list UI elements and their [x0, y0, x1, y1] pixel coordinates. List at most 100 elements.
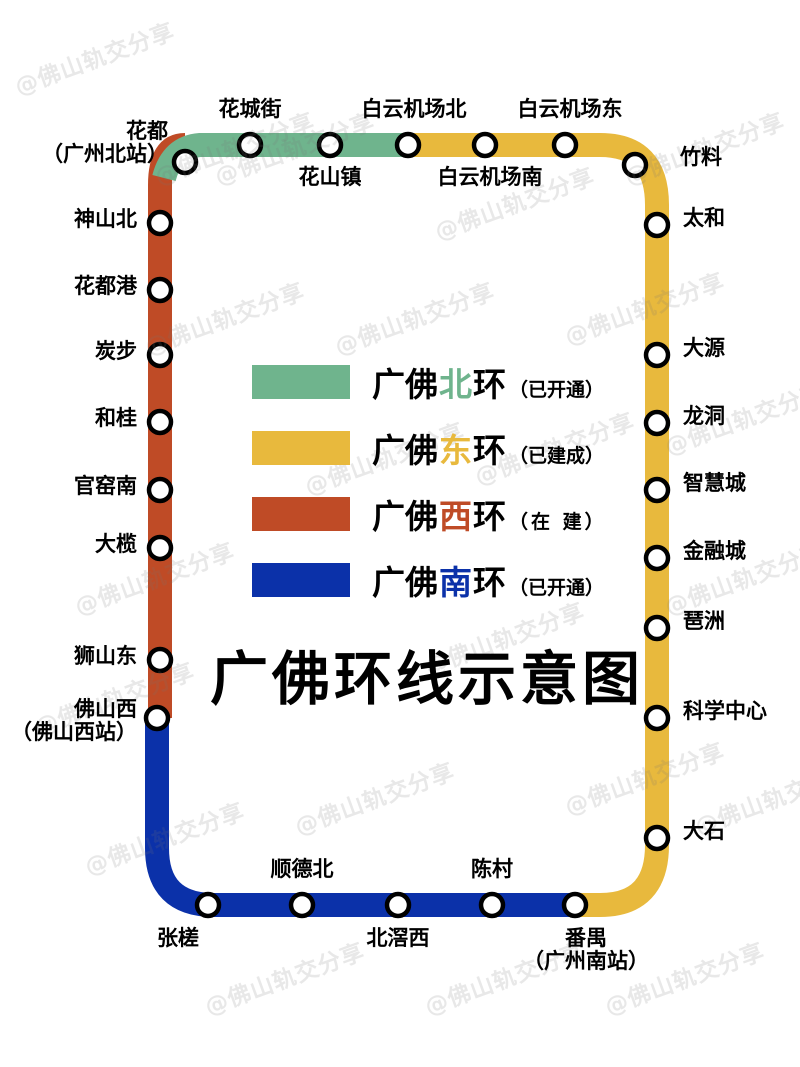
station-label-huachengjie: 花城街 [219, 98, 282, 121]
station-marker-kexuezhongxin[interactable] [643, 704, 671, 732]
legend-note: （已开通） [509, 577, 605, 599]
station-marker-baiyun-east[interactable] [551, 131, 579, 159]
station-label-zhuliao: 竹料 [680, 146, 722, 169]
station-marker-jinrongcheng[interactable] [643, 544, 671, 572]
station-name: 花都 [126, 119, 168, 143]
station-name: 陈村 [471, 857, 513, 881]
station-marker-huadu[interactable] [171, 148, 199, 176]
station-name: 大源 [683, 336, 725, 360]
legend-swatch-north [252, 365, 350, 399]
station-marker-huachengjie[interactable] [236, 131, 264, 159]
station-name: 佛山西 [74, 697, 137, 721]
station-marker-baiyun-south[interactable] [471, 131, 499, 159]
legend-note: （已开通） [509, 379, 605, 401]
station-marker-taihe[interactable] [643, 211, 671, 239]
station-label-huadu: 花都（广州北站） [42, 120, 168, 165]
station-subname: （广州南站） [523, 948, 649, 973]
legend-highlight: 东 [439, 431, 472, 470]
legend-row: 广佛西环（在 建） [252, 490, 612, 538]
station-name: 金融城 [683, 539, 746, 563]
legend-label-south: 广佛南环（已开通） [372, 556, 604, 604]
station-label-zhangcha: 张槎 [157, 927, 199, 950]
station-label-tanbu: 炭步 [95, 340, 137, 363]
station-label-jinrongcheng: 金融城 [683, 540, 746, 563]
station-name: 白云机场东 [517, 97, 623, 121]
station-marker-longdong[interactable] [643, 409, 671, 437]
east-line-path [408, 133, 669, 917]
station-label-kexuezhongxin: 科学中心 [683, 700, 767, 723]
station-marker-panyu[interactable] [561, 891, 589, 919]
legend-label-east: 广佛东环（已建成） [372, 424, 604, 472]
station-marker-huadugang[interactable] [146, 276, 174, 304]
legend-row: 广佛北环（已开通） [252, 358, 612, 406]
station-name: 白云机场南 [437, 165, 543, 189]
legend-highlight: 西 [439, 497, 472, 536]
station-label-dalan: 大榄 [95, 533, 137, 556]
legend-suffix: 环 [473, 497, 506, 536]
station-marker-zhangcha[interactable] [194, 891, 222, 919]
station-marker-shundebei[interactable] [288, 891, 316, 919]
station-marker-dashi[interactable] [643, 824, 671, 852]
legend-suffix: 环 [473, 431, 506, 470]
station-label-shenshanbei: 神山北 [74, 208, 137, 231]
legend-prefix: 广佛 [372, 431, 438, 470]
station-label-baiyun-east: 白云机场东 [518, 98, 623, 121]
legend-row: 广佛南环（已开通） [252, 556, 612, 604]
station-marker-tanbu[interactable] [146, 341, 174, 369]
page-title: 广佛环线示意图 [210, 645, 645, 713]
station-marker-shenshanbei[interactable] [146, 209, 174, 237]
station-name: 白云机场北 [361, 97, 467, 121]
station-name: 科学中心 [683, 699, 767, 723]
station-label-hegui: 和桂 [95, 407, 137, 430]
station-marker-zhuliao[interactable] [621, 151, 649, 179]
station-label-shundebei: 顺德北 [271, 858, 334, 881]
station-marker-pazhou[interactable] [643, 614, 671, 642]
station-name: 大榄 [95, 532, 137, 556]
station-marker-huashanzhen[interactable] [316, 131, 344, 159]
station-label-dashi: 大石 [683, 820, 725, 843]
station-label-baiyun-north: 白云机场北 [362, 98, 467, 121]
legend-note: （在 建） [509, 511, 607, 533]
legend-label-west: 广佛西环（在 建） [372, 490, 607, 538]
station-name: 顺德北 [270, 857, 334, 881]
station-label-zhihuicheng: 智慧城 [683, 472, 746, 495]
legend-swatch-west [252, 497, 350, 531]
legend-suffix: 环 [473, 563, 506, 602]
legend-prefix: 广佛 [372, 563, 438, 602]
legend-highlight: 南 [439, 563, 472, 602]
station-name: 花城街 [218, 97, 282, 121]
station-label-foshanxi: 佛山西（佛山西站） [11, 698, 137, 743]
station-marker-dalan[interactable] [146, 534, 174, 562]
station-marker-baiyun-north[interactable] [394, 131, 422, 159]
station-name: 和桂 [95, 406, 137, 430]
station-name: 神山北 [74, 207, 137, 231]
station-marker-hegui[interactable] [146, 408, 174, 436]
station-name: 张槎 [157, 926, 199, 950]
station-name: 花都港 [74, 274, 137, 298]
station-marker-beijiaoxi[interactable] [384, 891, 412, 919]
legend: 广佛北环（已开通） 广佛东环（已建成） 广佛西环（在 建） 广佛南环（已开通） [252, 358, 612, 622]
station-marker-foshanxi[interactable] [143, 704, 171, 732]
legend-prefix: 广佛 [372, 365, 438, 404]
station-marker-dayuan[interactable] [643, 341, 671, 369]
station-subname: （广州北站） [42, 141, 168, 166]
station-label-taihe: 太和 [683, 207, 725, 230]
legend-prefix: 广佛 [372, 497, 438, 536]
station-label-baiyun-south: 白云机场南 [438, 166, 543, 189]
station-marker-chencun[interactable] [478, 891, 506, 919]
station-name: 花山镇 [298, 165, 362, 189]
station-label-chencun: 陈村 [471, 858, 513, 881]
station-name: 大石 [683, 819, 725, 843]
station-markers-group [143, 131, 671, 919]
station-label-huadugang: 花都港 [74, 275, 137, 298]
station-marker-guanyaonan[interactable] [146, 476, 174, 504]
legend-label-north: 广佛北环（已开通） [372, 358, 604, 406]
station-marker-shishandong[interactable] [146, 646, 174, 674]
legend-row: 广佛东环（已建成） [252, 424, 612, 472]
station-label-pazhou: 琶洲 [683, 610, 725, 633]
station-label-panyu: 番禺（广州南站） [523, 927, 649, 972]
station-marker-zhihuicheng[interactable] [643, 476, 671, 504]
station-label-dayuan: 大源 [683, 337, 725, 360]
